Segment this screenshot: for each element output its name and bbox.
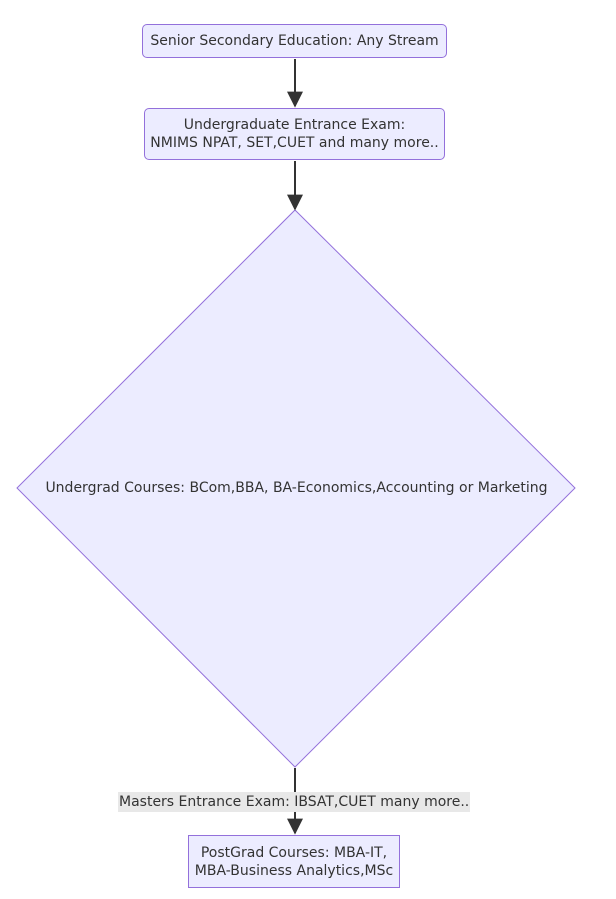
node-senior-secondary: Senior Secondary Education: Any Stream xyxy=(142,24,447,58)
node-undergraduate-entrance-exam-line1: Undergraduate Entrance Exam: xyxy=(183,117,406,133)
node-postgrad-courses-line1: PostGrad Courses: MBA-IT, xyxy=(200,844,388,861)
node-undergraduate-entrance-exam-line2: NMIMS NPAT, SET,CUET and many more.. xyxy=(150,135,439,151)
node-undergrad-courses-label: Undergrad Courses: BCom,BBA, BA-Economic… xyxy=(45,480,548,496)
node-senior-secondary-label: Senior Secondary Education: Any Stream xyxy=(150,33,439,49)
diamond-shape xyxy=(16,209,576,768)
edge-label-masters-entrance-exam: Masters Entrance Exam: IBSAT,CUET many m… xyxy=(118,792,471,812)
node-postgrad-courses-line2: MBA-Business Analytics,MSc xyxy=(194,862,394,879)
node-undergraduate-entrance-exam: Undergraduate Entrance Exam: NMIMS NPAT,… xyxy=(144,108,445,160)
node-postgrad-courses: PostGrad Courses: MBA-IT, MBA-Business A… xyxy=(188,835,400,888)
